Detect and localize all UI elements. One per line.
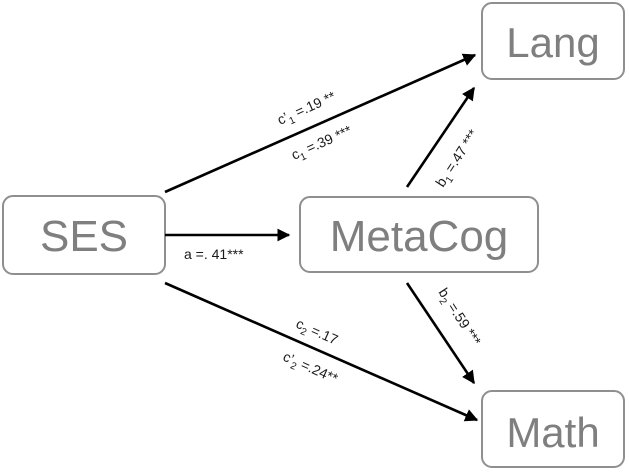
label-c-1: c1 =.39 *** bbox=[289, 122, 356, 167]
node-metacog-label: MetaCog bbox=[330, 212, 509, 261]
edge-metacog-to-lang bbox=[405, 86, 476, 188]
edge-ses-to-lang bbox=[164, 53, 477, 194]
node-math-label: Math bbox=[506, 409, 599, 456]
label-c-prime-2: c’2 =.24** bbox=[279, 348, 341, 390]
node-math: Math bbox=[481, 390, 625, 468]
node-lang-label: Lang bbox=[506, 19, 599, 66]
label-c-2: c2 =.17 bbox=[292, 315, 341, 351]
label-b-1: b1 =.47 *** bbox=[432, 126, 485, 192]
node-lang: Lang bbox=[481, 2, 625, 80]
node-metacog: MetaCog bbox=[299, 196, 539, 273]
node-ses-label: SES bbox=[40, 212, 128, 261]
edge-ses-to-math bbox=[164, 281, 479, 422]
label-b-2: b2 =.59 *** bbox=[432, 285, 485, 351]
node-ses: SES bbox=[2, 195, 166, 275]
edge-metacog-to-math bbox=[405, 282, 476, 385]
label-c-prime-1: c’1 =.19 ** bbox=[275, 88, 340, 132]
label-a: a =. 41*** bbox=[184, 246, 244, 262]
